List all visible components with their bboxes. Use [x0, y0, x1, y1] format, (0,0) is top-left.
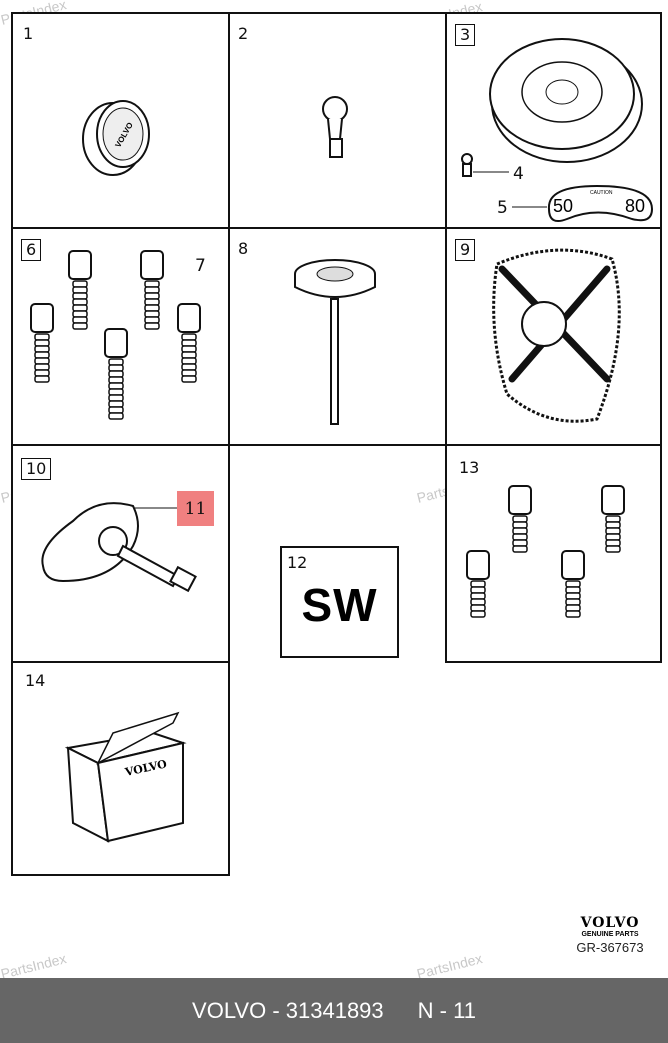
position-label: N - 11	[417, 997, 476, 1023]
diagram-code: GR-367673	[576, 940, 644, 955]
cell-14-box[interactable]: 14 VOLVO	[11, 661, 230, 876]
svg-text:80: 80	[625, 196, 645, 216]
svg-text:CAUTION: CAUTION	[590, 190, 613, 196]
package-box-icon: VOLVO	[64, 711, 187, 843]
volvo-brand: VOLVO GENUINE PARTS GR-367673	[560, 915, 660, 955]
bolt	[177, 303, 201, 383]
item-number: 10	[21, 458, 52, 480]
item-number: 9	[455, 239, 476, 261]
wheel-cap-icon: VOLVO	[82, 100, 150, 176]
item-number: 12	[287, 553, 308, 572]
bolt	[140, 250, 164, 330]
cell-9-snow-chains[interactable]: 9	[445, 227, 662, 446]
bolt	[508, 485, 532, 553]
socket-tool-icon	[294, 259, 376, 425]
volvo-logo: VOLVO	[580, 915, 640, 931]
cell-2-valve[interactable]: 2	[228, 12, 447, 229]
tpms-sensor-icon	[41, 502, 197, 593]
item-number: 14	[25, 671, 46, 690]
genuine-parts-label: GENUINE PARTS	[581, 931, 639, 938]
item-number: 2	[238, 24, 249, 43]
bolt	[466, 550, 490, 618]
item-number: 1	[23, 24, 34, 43]
svg-text:50: 50	[553, 196, 573, 216]
callout-7: 7	[195, 256, 206, 276]
item-number: 3	[455, 24, 476, 46]
snow-chain-icon	[492, 248, 621, 423]
bolt	[561, 550, 585, 618]
wheel-bolts-icon	[30, 250, 201, 420]
cell-3-spare-wheel[interactable]: 3 50 80 CAUTION 4 5	[445, 12, 662, 229]
bolt	[68, 250, 92, 330]
locking-bolts-icon	[466, 485, 625, 618]
bolt	[30, 303, 54, 383]
item-number: 13	[459, 458, 480, 477]
callout-5: 5	[497, 198, 508, 218]
item-number: 8	[238, 239, 249, 258]
valve-icon	[322, 96, 348, 158]
callout-11-highlighted[interactable]: 11	[177, 491, 214, 526]
cell-12-sw-box[interactable]: 12 SW	[280, 546, 399, 658]
callout-4: 4	[513, 164, 524, 184]
cell-6-wheel-bolts[interactable]: 6 7	[11, 227, 230, 446]
bolt	[601, 485, 625, 553]
footer-bar: VOLVO - 31341893 N - 11	[0, 978, 668, 1043]
sw-label: SW	[301, 579, 378, 631]
item-number: 6	[21, 239, 42, 261]
cell-13-locking-bolts[interactable]: 13	[445, 444, 662, 663]
cell-1-wheel-cap[interactable]: 1 VOLVO	[11, 12, 230, 229]
bolt	[104, 328, 128, 420]
spare-tire-icon: 50 80 CAUTION	[461, 38, 654, 222]
cell-10-tpms-sensor[interactable]: 10	[11, 444, 230, 663]
cell-8-tool[interactable]: 8	[228, 227, 447, 446]
part-number: VOLVO - 31341893	[192, 997, 384, 1023]
